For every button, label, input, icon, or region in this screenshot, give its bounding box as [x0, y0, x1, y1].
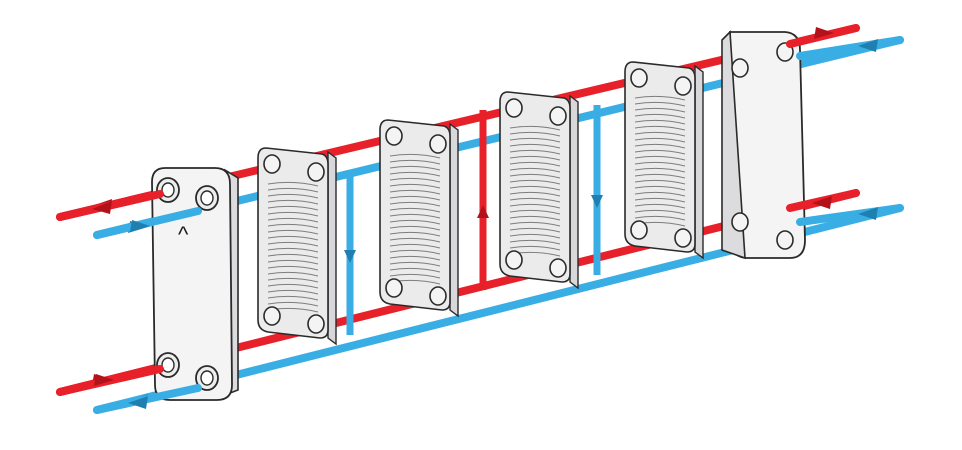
port-hole [731, 212, 749, 232]
pressure-plate [721, 30, 806, 260]
port-boss [195, 365, 219, 391]
plate-corrugation [509, 125, 561, 257]
port-hole [731, 58, 749, 78]
port-hole [385, 126, 403, 146]
plate-corrugation [389, 153, 441, 285]
connectors [344, 105, 603, 335]
plate-corrugation [634, 95, 686, 227]
port-hole [263, 306, 281, 326]
port-hole [776, 230, 794, 250]
arrow-right-icon [94, 374, 114, 386]
arrow-left-icon [858, 207, 878, 220]
arrow-left-icon [92, 201, 112, 214]
frame-pipe-stubs [56, 190, 202, 414]
plate-2 [379, 119, 459, 318]
plate-4 [624, 61, 704, 260]
plate-edge [694, 64, 704, 260]
port-hole [307, 162, 325, 182]
port-hole [429, 286, 447, 306]
port-hole [630, 68, 648, 88]
arrow-down-icon [344, 250, 356, 263]
port-hole [674, 228, 692, 248]
port-hole [429, 134, 447, 154]
port-hole [263, 154, 281, 174]
frame-glyph: ^ [178, 222, 189, 247]
port-boss [156, 177, 180, 203]
arrow-up-icon [477, 205, 489, 218]
port-boss [195, 185, 219, 211]
arrow-right-icon [130, 220, 150, 232]
pipe-cold-bottom-right [796, 204, 904, 226]
arrow-left-icon [812, 196, 832, 209]
port-hole [505, 250, 523, 270]
plate-3 [499, 91, 579, 290]
port-hole [307, 314, 325, 334]
port-hole [549, 106, 567, 126]
port-hole [505, 98, 523, 118]
arrow-right-icon [814, 27, 834, 39]
arrow-left-icon [858, 39, 878, 52]
port-hole [630, 220, 648, 240]
port-boss [156, 352, 180, 378]
pressure-plate-side [721, 30, 746, 260]
plate-corrugation [267, 181, 319, 313]
arrow-left-icon [128, 396, 148, 409]
port-hole [385, 278, 403, 298]
plate-stack [257, 61, 704, 346]
plate-edge [569, 94, 579, 290]
frame-plate-body [151, 167, 233, 401]
plate-edge [327, 150, 337, 346]
port-hole [674, 76, 692, 96]
pipe-cold-top-right [796, 36, 904, 60]
port-hole [549, 258, 567, 278]
plate-edge [449, 122, 459, 318]
fixed-frame-plate: ^ [151, 167, 239, 401]
plate-1 [257, 147, 337, 346]
arrow-down-icon [591, 195, 603, 208]
